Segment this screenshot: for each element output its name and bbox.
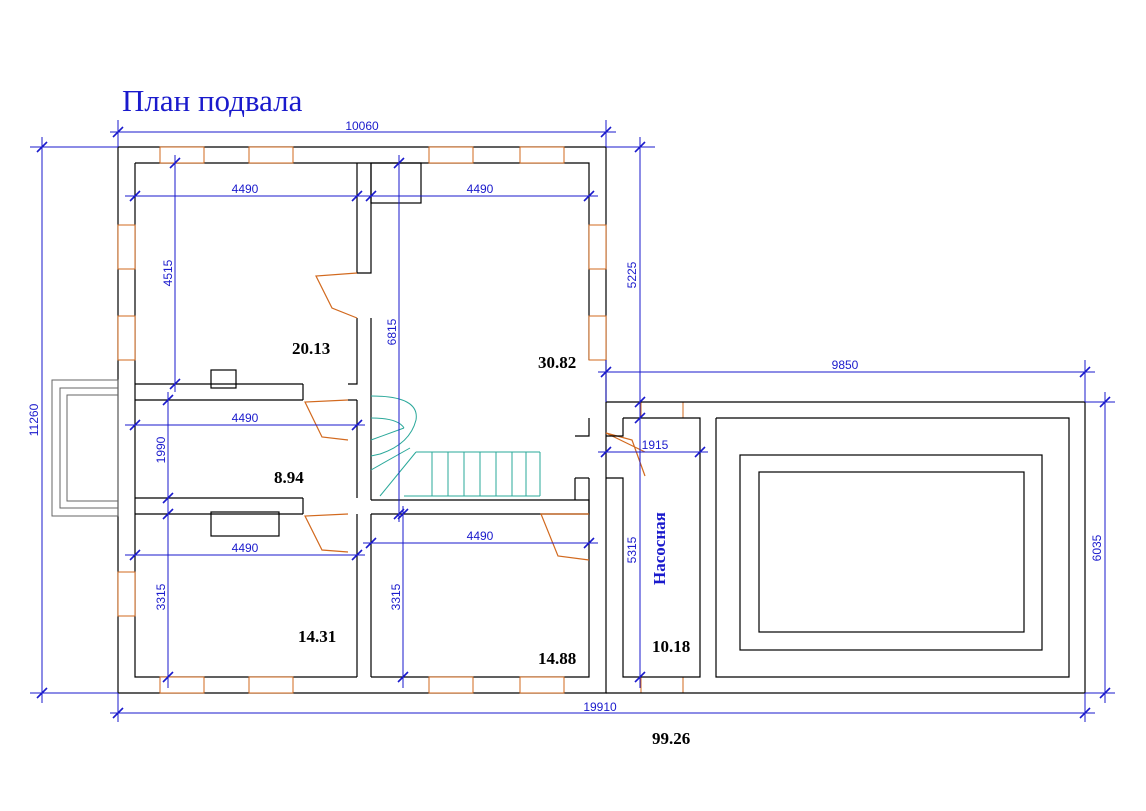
window [519,676,565,694]
dimension-room-sw-width: 4490 [232,541,259,555]
dimension-bottom-overall: 19910 [583,700,617,714]
dimension-room-mid-height: 1990 [154,436,168,463]
dimension-top-overall: 10060 [345,119,379,133]
dimension-room-se-width: 4490 [467,529,494,543]
window [248,146,294,164]
dimension-pump-width: 1915 [642,438,669,452]
dimension-room-ne-height: 6815 [385,318,399,345]
window [588,315,607,361]
entrance-porch [51,379,119,517]
door-swing [540,513,590,561]
dimension-room-mid-width: 4490 [232,411,259,425]
dimension-left-overall: 11260 [27,403,41,436]
dimension-annex-top: 9850 [832,358,859,372]
window [117,571,136,617]
window [428,676,474,694]
area-room-se: 14.88 [538,649,576,668]
dimension-right-upper: 5225 [625,261,639,288]
door-swing [304,513,349,553]
area-room-ne: 30.82 [538,353,576,372]
door-swing [605,432,646,477]
staircase [370,395,541,497]
dimension-pump-height: 5315 [625,536,639,563]
windows [117,146,684,694]
window [519,146,565,164]
window [159,146,205,164]
door-swing [304,399,349,441]
pump-room-label: Насосная [650,512,669,585]
dimension-annex-right: 6035 [1090,534,1104,561]
window [248,676,294,694]
window [640,676,684,694]
dimension-room-nw-height: 4515 [161,259,175,286]
interior-walls [135,162,590,677]
window [159,676,205,694]
area-total: 99.26 [652,729,690,748]
dimension-room-sw-height: 3315 [154,583,168,610]
window [588,224,607,270]
window [428,146,474,164]
dimension-room-se-height: 3315 [389,583,403,610]
dimension-room-ne-width: 4490 [467,182,494,196]
area-room-nw: 20.13 [292,339,330,358]
window [117,315,136,361]
area-room-mid: 8.94 [274,468,304,487]
window [117,224,136,270]
dimension-lines [30,120,1115,722]
window [640,401,684,419]
annex-walls [606,401,1086,694]
dimension-room-nw-width: 4490 [232,182,259,196]
plan-title: План подвала [122,83,303,118]
area-pump-room: 10.18 [652,637,690,656]
area-room-sw: 14.31 [298,627,336,646]
door-swing [315,272,358,319]
